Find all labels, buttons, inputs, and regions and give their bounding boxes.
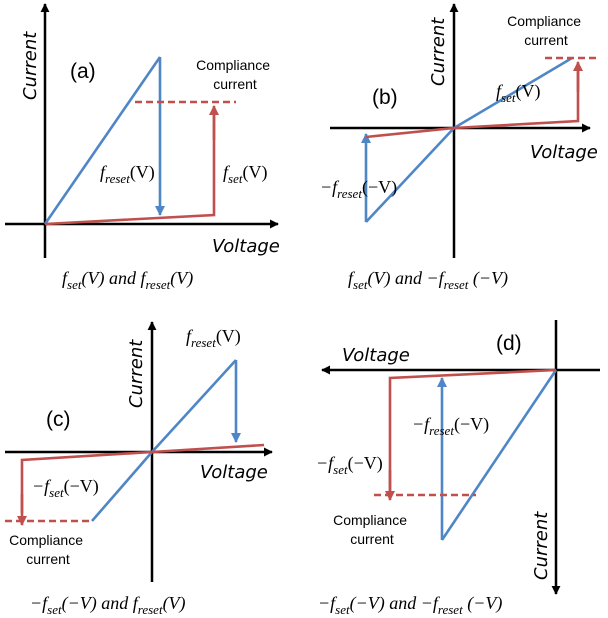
panel-b-y-label: Current (428, 17, 449, 86)
panel-b-compliance-label: Compliance current (507, 13, 585, 48)
panel-d-caption: −fset(−V) and −freset (−V) (318, 593, 502, 617)
panel-a-reset-formula: freset(V) (100, 162, 155, 186)
panel-b-reset-line (365, 56, 573, 223)
panel-d-set-formula: −fset(−V) (316, 453, 383, 477)
panel-a-set-formula: fset(V) (223, 162, 267, 186)
panel-d-y-label: Current (531, 511, 552, 580)
panel-a-x-label: Voltage (212, 236, 280, 257)
panel-b-reset-formula: −freset(−V) (320, 177, 397, 201)
panel-a-y-label: Current (20, 31, 41, 100)
panel-c-reset-line (91, 359, 237, 522)
panel-c-reset-formula: freset(V) (186, 326, 241, 350)
panel-d-tag: (d) (496, 332, 522, 355)
panel-b-caption: fset(V) and −freset (−V) (348, 268, 508, 292)
panel-c: Current Voltage (c) Compliance current f… (5, 321, 273, 617)
panel-d-reset-formula: −freset(−V) (412, 414, 489, 438)
panel-c-compliance-label: Compliance current (9, 532, 87, 567)
panel-a: Current Voltage (a) Compliance current f… (5, 3, 280, 292)
panel-a-tag: (a) (70, 60, 96, 83)
panel-b: Current Voltage (b) Compliance current f… (320, 3, 600, 292)
panel-a-compliance-label: Compliance current (196, 57, 274, 92)
panel-d-set-line (388, 368, 557, 493)
panel-c-x-label: Voltage (200, 462, 268, 483)
panel-a-set-line (44, 112, 216, 226)
panel-d-reset-line (440, 369, 558, 541)
panel-b-set-formula: fset(V) (496, 81, 540, 105)
panel-c-set-formula: −fset(−V) (32, 476, 99, 500)
panel-d-compliance-label: Compliance current (333, 512, 411, 547)
panel-c-tag: (c) (46, 408, 71, 431)
panel-b-set-line (365, 70, 580, 139)
panel-b-tag: (b) (372, 86, 398, 109)
panel-d-x-label: Voltage (342, 345, 410, 366)
panel-c-set-line (20, 443, 265, 513)
panel-a-reset-line (43, 56, 162, 225)
panel-d: Current Voltage (d) Compliance current −… (316, 320, 600, 617)
panel-c-y-label: Current (126, 339, 147, 408)
panel-b-x-label: Voltage (530, 142, 598, 163)
panel-a-caption: fset(V) and freset(V) (62, 268, 193, 292)
panel-c-caption: −fset(−V) and freset(V) (30, 593, 186, 617)
